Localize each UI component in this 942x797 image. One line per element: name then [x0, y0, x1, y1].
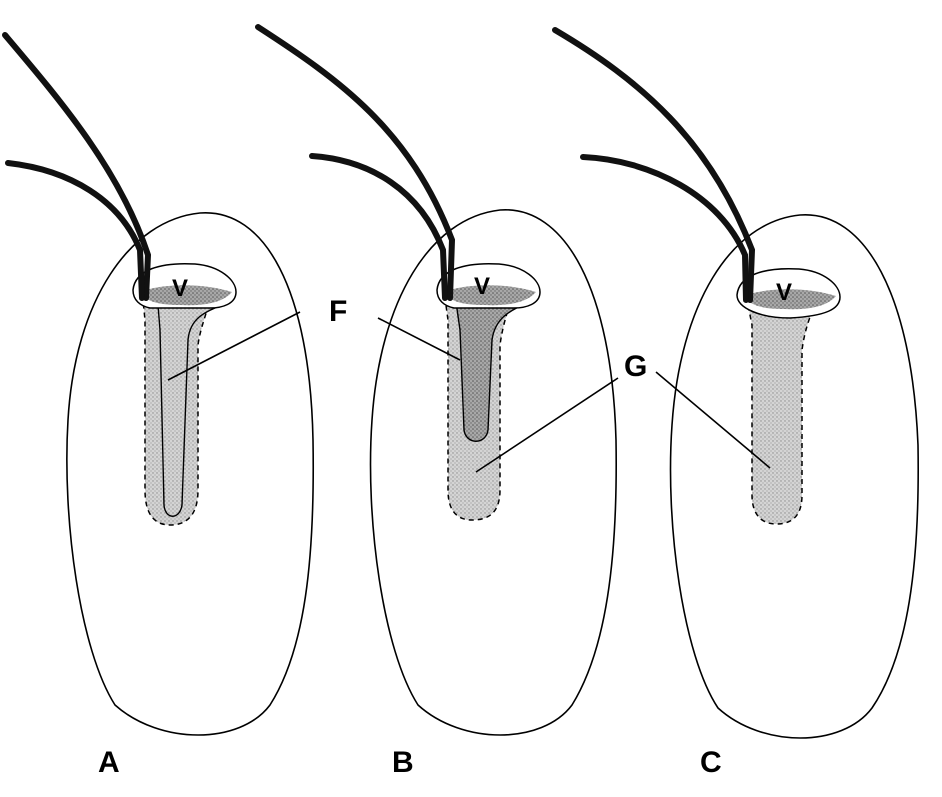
probe-wire-b2 — [309, 153, 448, 301]
panel-a: V — [2, 32, 315, 736]
probe-wire-b1 — [255, 24, 456, 301]
panel-c: V — [552, 27, 920, 739]
cavity-g-c — [747, 304, 817, 525]
leader-g-c — [655, 371, 771, 469]
vacuole-dark-c — [744, 289, 836, 310]
probe-wire-a2 — [5, 160, 145, 301]
probe-wire-c1 — [552, 27, 756, 303]
label-f: F — [329, 295, 347, 328]
leader-f-a — [167, 311, 301, 381]
panel-label-c: C — [700, 746, 722, 779]
channel-f-a — [157, 304, 223, 517]
label-v-a: V — [172, 275, 188, 302]
cell-outline-c — [669, 214, 920, 739]
label-v-b: V — [474, 273, 490, 300]
probe-wire-c2 — [580, 154, 749, 303]
leader-g-b — [475, 377, 619, 473]
cell-outline-a — [66, 212, 315, 736]
panel-label-a: A — [98, 746, 120, 779]
leader-f-b — [377, 317, 461, 361]
cell-outline-b — [369, 209, 618, 736]
label-g: G — [624, 350, 647, 383]
panel-b: V — [255, 24, 618, 736]
vacuole-dark-b — [444, 285, 536, 306]
label-v-c: V — [776, 279, 792, 306]
vacuole-dark-a — [140, 285, 232, 306]
panel-label-b: B — [392, 746, 414, 779]
probe-wire-a1 — [2, 32, 152, 301]
